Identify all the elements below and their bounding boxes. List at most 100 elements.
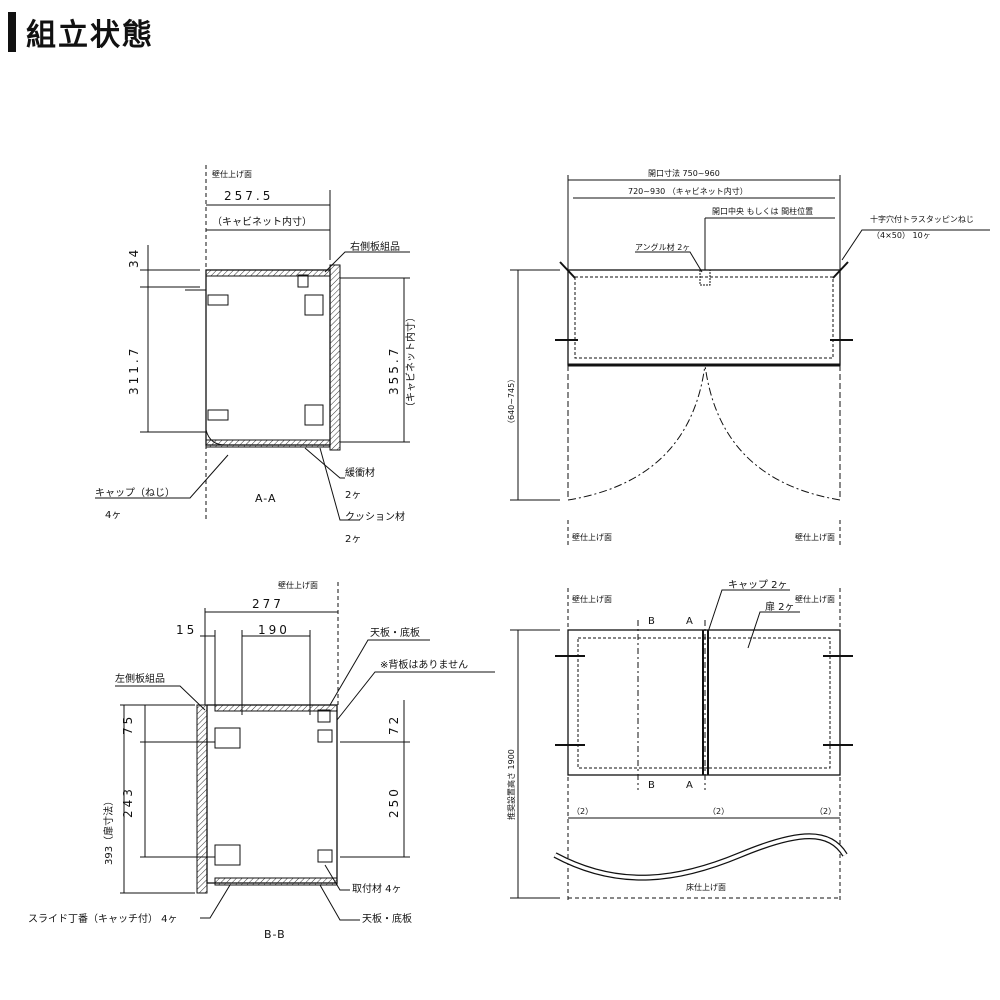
label-cap-front: キャップ 2ヶ (728, 579, 788, 591)
leader-right-panel (324, 251, 410, 273)
leader-top-bottom (329, 639, 430, 706)
label-wall-right-front: 壁仕上げ面 (795, 594, 835, 604)
leader-no-back (336, 671, 495, 721)
floor-wave-inner (554, 834, 847, 880)
label-screw-qty: （4×50） 10ヶ (872, 231, 931, 240)
leader-angle (635, 251, 703, 273)
hinge-curve (205, 429, 226, 446)
cabinet-body (205, 269, 331, 446)
label-slide-hinge: スライド丁番（キャッチ付） 4ヶ (28, 912, 178, 925)
leader-hinge (200, 884, 231, 919)
label-depth-range: （640~745） (507, 375, 516, 428)
label-wall-finish-bb: 壁仕上げ面 (278, 580, 318, 590)
screw-tr (832, 261, 849, 279)
label-section-aa: A-A (255, 492, 277, 505)
label-screw: 十字穴付トラスタッピンねじ (870, 214, 974, 224)
left-side-panel (196, 704, 208, 894)
label-top-bottom-2: 天板・底板 (362, 912, 412, 925)
label-depth: 257.5 (224, 189, 273, 203)
label-cap-screw: キャップ（ねじ） (95, 487, 175, 499)
door-swing-left (567, 364, 706, 501)
label-section-b-top: B (648, 616, 655, 627)
label-section-bb: B-B (264, 928, 286, 941)
label-dim-355-7: 355.7 (387, 346, 401, 395)
label-dim-34: 34 (127, 247, 141, 268)
label-dim-75: 75 (121, 714, 135, 735)
leader-cap (95, 454, 229, 499)
view-top (510, 175, 990, 545)
page-header: 組立状態 (8, 10, 154, 54)
label-dim-250: 250 (387, 786, 401, 818)
view-b-b-labels: 壁仕上げ面 277 15 190 天板・底板 ※背板はありません 左側板組品 7… (28, 580, 468, 941)
top-board (214, 704, 338, 712)
label-cap-qty: 4ヶ (105, 510, 121, 521)
leader-buffer (304, 447, 345, 479)
leader-screw (841, 229, 990, 261)
label-wall-left-front: 壁仕上げ面 (572, 594, 612, 604)
view-a-a (95, 165, 410, 521)
door-panel (329, 264, 341, 451)
label-right-side-panel: 右側板組品 (350, 240, 400, 253)
bracket-3 (304, 404, 324, 426)
label-dim-243: 243 (121, 786, 135, 818)
bottom-panel (205, 439, 331, 448)
label-top-bottom: 天板・底板 (370, 626, 420, 639)
screw-tl (559, 261, 576, 279)
hinge-bb-upper (214, 727, 241, 749)
label-width-277: 277 (252, 597, 284, 611)
view-a-a-labels: 壁仕上げ面 257.5 （キャビネット内寸） 34 311.7 355.7 （キ… (95, 169, 417, 545)
label-cushion-qty: 2ヶ (345, 534, 361, 545)
view-front (510, 588, 853, 900)
label-door: 扉 2ヶ (765, 600, 795, 613)
label-opening: 開口寸法 750~960 (648, 168, 720, 178)
label-cushion: クッション材 (345, 510, 405, 523)
leader-door (747, 611, 800, 649)
label-wall-right-top: 壁仕上げ面 (795, 532, 835, 542)
hinge-upper (207, 294, 229, 306)
title-marker (8, 12, 16, 52)
leader-mount (324, 864, 350, 891)
leader-left-panel (115, 685, 206, 711)
label-gap-left: （2） (572, 807, 593, 816)
label-gap-center: （2） (708, 807, 729, 816)
view-front-labels: 壁仕上げ面 壁仕上げ面 キャップ 2ヶ 扉 2ヶ B A B A 推奨設置高さ … (506, 579, 836, 892)
label-dim-190: 190 (258, 623, 290, 637)
label-mount: 取付材 4ヶ (352, 882, 402, 895)
door-swing-right (704, 364, 841, 501)
label-left-side-panel: 左側板組品 (115, 672, 165, 685)
bracket-1 (297, 274, 309, 288)
label-section-a-bottom: A (686, 780, 693, 791)
top-panel (205, 269, 331, 277)
label-no-back: ※背板はありません (380, 658, 468, 671)
label-gap-right: （2） (815, 807, 836, 816)
mount-bb-2 (317, 849, 333, 863)
leader-cap-front (707, 589, 790, 633)
label-inner-height-note: （キャビネット内寸） (404, 312, 417, 412)
mount-bb-1 (317, 729, 333, 743)
label-cabinet-inner: （キャビネット内寸） (212, 215, 312, 228)
label-section-a-top: A (686, 616, 693, 627)
view-b-b (115, 582, 495, 921)
label-buffer: 緩衝材 (345, 466, 375, 479)
label-floor-finish: 床仕上げ面 (686, 882, 726, 892)
label-wall-left-top: 壁仕上げ面 (572, 532, 612, 542)
label-buffer-qty: 2ヶ (345, 490, 361, 501)
label-install-height: 推奨設置高さ 1900 (506, 749, 516, 820)
label-section-b-bottom: B (648, 780, 655, 791)
label-dim-72: 72 (387, 714, 401, 735)
label-inner: 720~930 （キャビネット内寸） (628, 186, 748, 196)
mount-bb-3 (317, 709, 331, 723)
label-center: 開口中央 もしくは 間柱位置 (712, 206, 813, 216)
hinge-bb-lower (214, 844, 241, 866)
cabinet-plan-inner (574, 276, 834, 359)
label-angle: アングル材 2ヶ (635, 242, 690, 252)
label-dim-15: 15 (176, 623, 197, 637)
bottom-board (214, 877, 338, 886)
bracket-2 (304, 294, 324, 316)
cabinet-plan (567, 269, 841, 366)
angle-member (699, 269, 711, 286)
leader-cushion (319, 447, 360, 521)
label-dim-311-7: 311.7 (127, 346, 141, 395)
hinge-lower (207, 409, 229, 421)
